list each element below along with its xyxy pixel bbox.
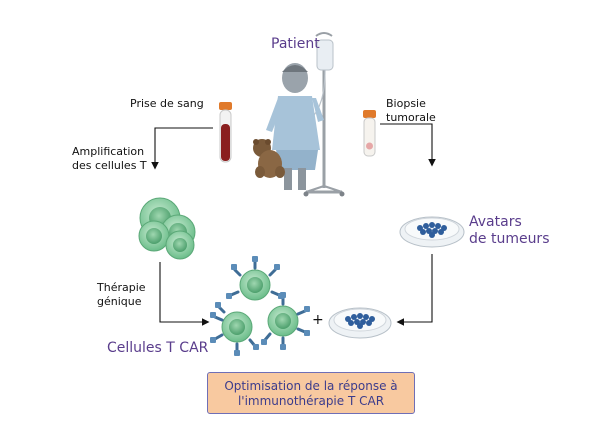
bottom-tumor-dish bbox=[328, 307, 392, 339]
car-t-cell-group bbox=[210, 256, 310, 356]
blood-tube bbox=[219, 102, 232, 163]
outcome-box: Optimisation de la réponse à l'immunothé… bbox=[207, 372, 415, 414]
patient-label: Patient bbox=[271, 36, 320, 52]
amplification-label-line2: des cellules T bbox=[72, 159, 147, 172]
t-cell-cluster bbox=[138, 197, 196, 260]
outcome-line1: Optimisation de la réponse à bbox=[224, 379, 398, 393]
arrow-blood-to-tcells bbox=[151, 127, 213, 170]
biopsy-label-line2: tumorale bbox=[386, 111, 436, 124]
blood-draw-label: Prise de sang bbox=[130, 97, 204, 110]
gene-therapy-label-line1: Thérapie bbox=[97, 281, 146, 294]
biopsy-label-line1: Biopsie bbox=[386, 97, 426, 110]
arrow-biopsy-to-avatars bbox=[380, 123, 436, 167]
avatars-label-line2: de tumeurs bbox=[469, 231, 550, 247]
arrow-avatars-to-dish bbox=[396, 254, 433, 326]
patient-illustration bbox=[253, 32, 345, 197]
amplification-label-line1: Amplification bbox=[72, 145, 145, 158]
gene-therapy-label-line2: génique bbox=[97, 295, 142, 308]
avatars-label-line1: Avatars bbox=[469, 214, 522, 230]
tumor-avatar-dish bbox=[399, 216, 465, 248]
car-t-cells-label: Cellules T CAR bbox=[107, 340, 209, 356]
outcome-line2: l'immunothérapie T CAR bbox=[237, 394, 385, 408]
plus-sign: + bbox=[312, 312, 324, 328]
biopsy-tube bbox=[363, 110, 376, 157]
arrow-tcells-to-car bbox=[159, 262, 210, 326]
